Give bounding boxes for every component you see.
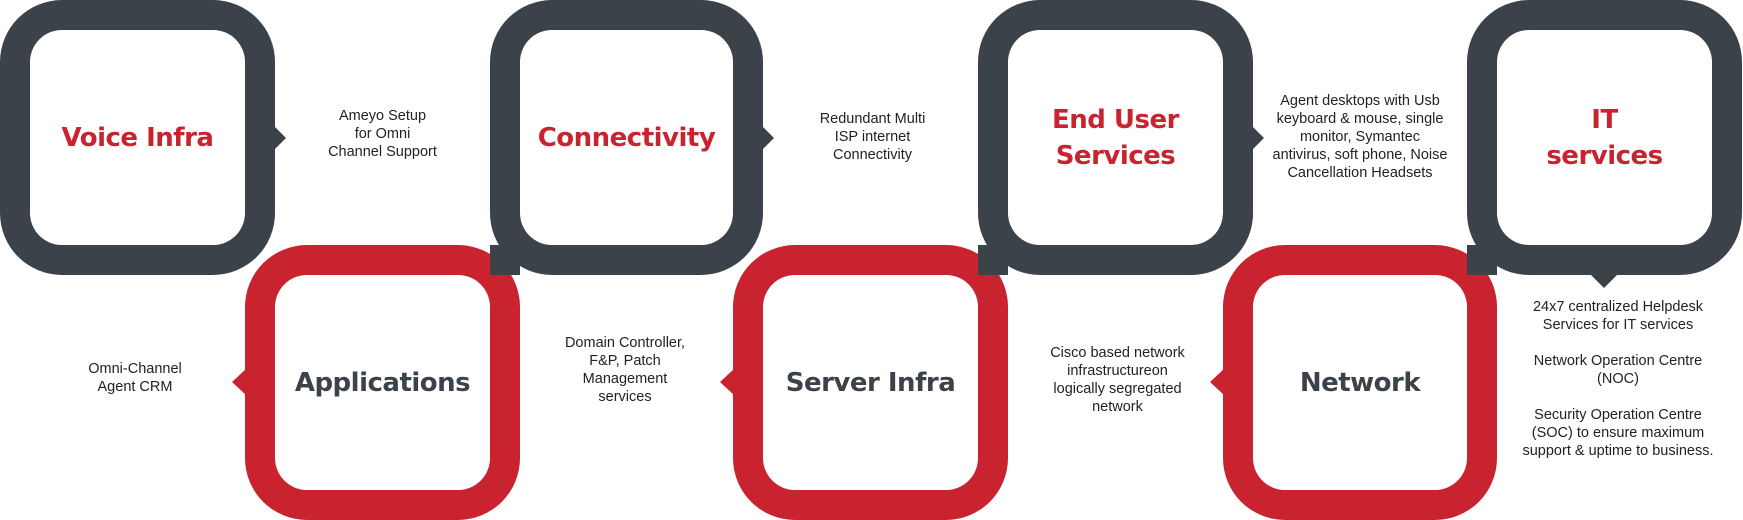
- stage-description-applications: Omni-Channel Agent CRM: [88, 361, 182, 395]
- stage-description-voice-infra: Ameyo Setup for Omni Channel Support: [328, 108, 437, 160]
- stage-title-voice-infra: Voice Infra: [61, 122, 214, 153]
- pointer-arrow-end-user-services: [1251, 125, 1264, 151]
- pointer-arrow-connectivity: [761, 125, 774, 151]
- stage-title-applications: Applications: [294, 367, 471, 398]
- stage-title-server-infra: Server Infra: [785, 367, 956, 398]
- pointer-arrow-voice-infra: [273, 125, 286, 151]
- stage-description-it-services: 24x7 centralized Helpdesk Services for I…: [1522, 299, 1714, 459]
- band-crossing-2: [978, 245, 1008, 275]
- stage-description-connectivity: Redundant Multi ISP internet Connectivit…: [819, 111, 926, 163]
- stage-title-connectivity: Connectivity: [537, 122, 716, 153]
- pointer-arrow-applications: [232, 368, 247, 396]
- stage-title-network: Network: [1299, 367, 1421, 398]
- pointer-arrow-it-services: [1590, 274, 1618, 288]
- pointer-arrow-network: [1210, 368, 1225, 396]
- stage-title-it-services: IT services: [1546, 104, 1663, 171]
- stage-description-end-user-services: Agent desktops with Usb keyboard & mouse…: [1272, 93, 1448, 181]
- stage-description-server-infra: Domain Controller, F&P, Patch Management…: [564, 335, 686, 405]
- stage-title-end-user-services: End User Services: [1052, 104, 1179, 171]
- stage-description-network: Cisco based network infrastructureon log…: [1050, 345, 1185, 415]
- corner-overlap-curve: [1191, 213, 1253, 275]
- pointer-arrow-server-infra: [720, 368, 735, 396]
- band-crossing-1: [490, 245, 520, 275]
- stage-frame-voice-infra: [0, 0, 275, 275]
- band-crossing-3: [1467, 245, 1497, 275]
